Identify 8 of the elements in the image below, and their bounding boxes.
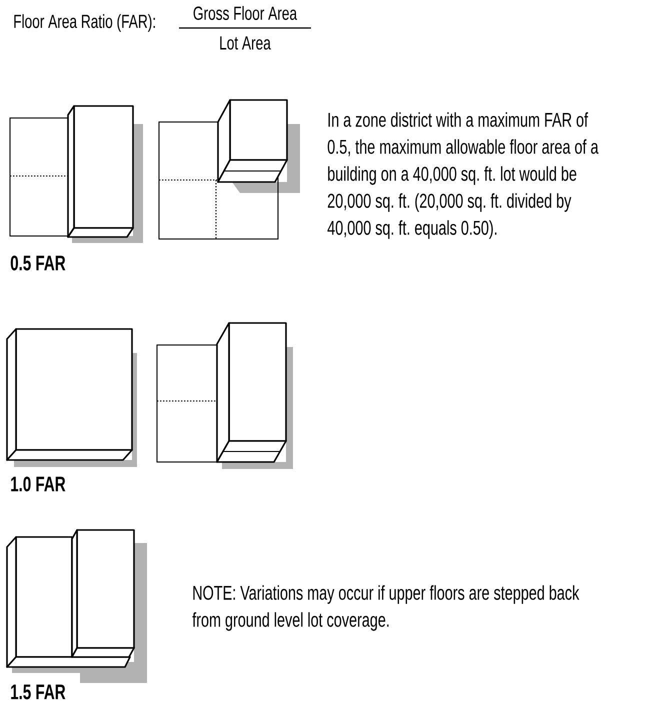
fraction-numerator: Gross Floor Area	[194, 6, 298, 20]
far-label: 0.5 FAR	[10, 256, 66, 270]
far-label: 1.5 FAR	[11, 684, 66, 700]
far-label: 1.0 FAR	[11, 476, 66, 492]
description-paragraph: In a zone district with a maximum FAR of 0.5, the maximum allowable floor area of a building on a 40,000 sq. ft. lot would be 20,000 sq. ft. (20,000 sq. ft. divided by 40,000 sq. ft. equals 0.50).	[328, 112, 598, 239]
fraction-denominator: Lot Area	[220, 36, 271, 50]
note-text: NOTE: Variations may occur if upper floors are stepped back from ground level lot coverage.	[192, 585, 580, 631]
formula-label: Floor Area Ratio (FAR):	[14, 14, 155, 32]
